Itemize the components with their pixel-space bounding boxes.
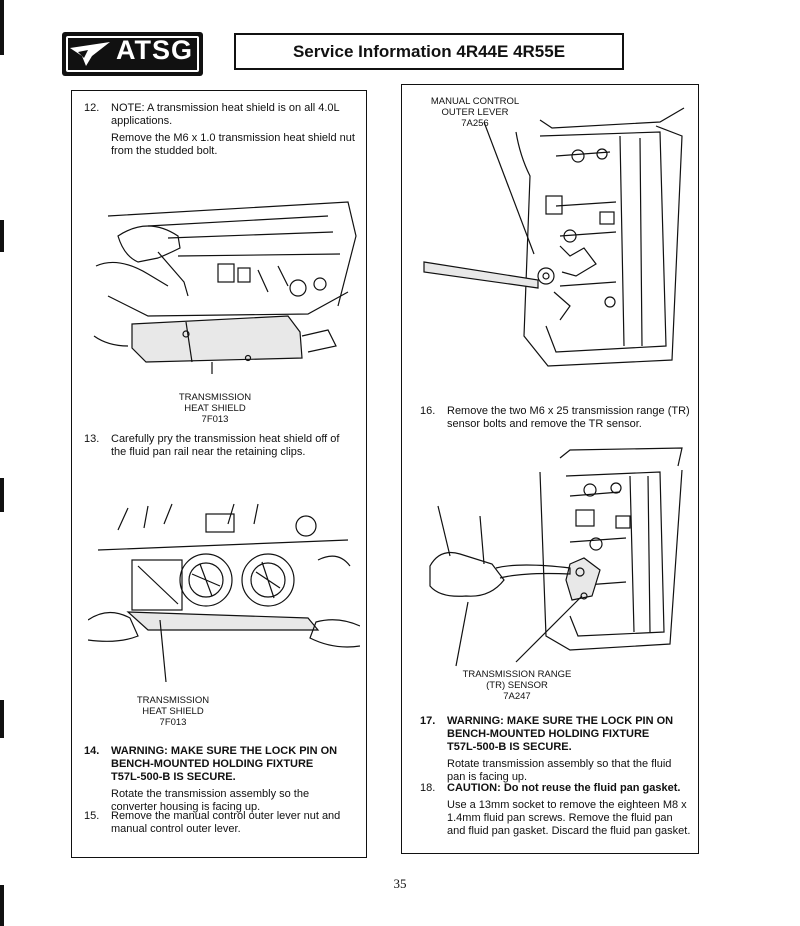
scan-edge-mark [0, 220, 4, 252]
logo-text: ATSG [116, 35, 193, 65]
warning-text: BENCH-MOUNTED HOLDING FIXTURE [447, 728, 650, 740]
figure-caption: TRANSMISSION RANGE (TR) SENSOR 7A247 [458, 669, 576, 702]
step-number: 16. [420, 405, 436, 417]
step-12: 12. NOTE: A transmission heat shield is … [84, 102, 359, 158]
caption-line: TRANSMISSION [136, 695, 210, 706]
step-16: 16. Remove the two M6 x 25 transmission … [420, 405, 692, 431]
bird-logo-icon [70, 42, 110, 66]
pry-heat-shield-figure [88, 503, 360, 683]
caption-line: (TR) SENSOR [486, 680, 548, 691]
tr-sensor-figure [429, 447, 683, 667]
step-note: Rotate transmission assembly so that the… [447, 758, 672, 770]
step-note: Rotate the transmission assembly so the [111, 788, 310, 800]
figure-caption: TRANSMISSION HEAT SHIELD 7F013 [150, 392, 280, 425]
heat-shield-figure [93, 201, 357, 374]
step-note: Remove the M6 x 1.0 transmission heat sh… [111, 132, 355, 144]
step-note: pan is facing up. [447, 771, 528, 783]
step-text: Remove the manual control outer lever nu… [111, 810, 341, 822]
caution-text: CAUTION: Do not reuse the fluid pan gask… [447, 782, 681, 794]
step-number: 17. [420, 715, 436, 727]
warning-text: T57L-500-B IS SECURE. [111, 771, 236, 783]
page-number: 35 [393, 876, 407, 891]
figure-caption: TRANSMISSION HEAT SHIELD 7F013 [108, 695, 238, 728]
left-panel [71, 90, 367, 858]
step-number: 14. [84, 745, 100, 757]
manual-control-lever-figure [423, 107, 685, 367]
caption-line: HEAT SHIELD [142, 706, 204, 717]
step-17: 17. WARNING: MAKE SURE THE LOCK PIN ON B… [420, 715, 692, 784]
warning-text: BENCH-MOUNTED HOLDING FIXTURE [111, 758, 314, 770]
step-15: 15. Remove the manual control outer leve… [84, 810, 359, 836]
step-note: and fluid pan gasket. Discard the fluid … [447, 825, 691, 837]
warning-text: T57L-500-B IS SECURE. [447, 741, 572, 753]
right-panel [401, 84, 699, 854]
step-text: sensor bolts and remove the TR sensor. [447, 418, 642, 430]
caption-line: MANUAL CONTROL [430, 96, 520, 107]
step-number: 13. [84, 433, 100, 445]
step-13: 13. Carefully pry the transmission heat … [84, 433, 359, 459]
step-note: from the studded bolt. [111, 145, 218, 157]
step-note: 1.4mm fluid pan screws. Remove the fluid… [447, 812, 673, 824]
step-note: Use a 13mm socket to remove the eighteen… [447, 799, 687, 811]
page-title: Service Information 4R44E 4R55E [292, 42, 566, 61]
step-text: NOTE: A transmission heat shield is on a… [111, 102, 340, 114]
caption-line: 7A256 [461, 118, 489, 129]
step-text: Carefully pry the transmission heat shie… [111, 433, 340, 445]
scan-edge-mark [0, 700, 4, 738]
caption-line: 7F013 [201, 414, 229, 425]
figure-caption: MANUAL CONTROL OUTER LEVER 7A256 [420, 96, 530, 129]
caption-line: TRANSMISSION RANGE [462, 669, 572, 680]
scan-edge-mark [0, 885, 4, 926]
step-number: 12. [84, 102, 100, 114]
step-number: 18. [420, 782, 436, 794]
step-text: the fluid pan rail near the retaining cl… [111, 446, 306, 458]
step-text: manual control outer lever. [111, 823, 241, 835]
warning-text: WARNING: MAKE SURE THE LOCK PIN ON [111, 745, 338, 757]
scan-edge-mark [0, 0, 4, 55]
atsg-logo: ATSG [62, 32, 203, 76]
caption-line: OUTER LEVER [441, 107, 509, 118]
caption-line: HEAT SHIELD [184, 403, 246, 414]
step-text: applications. [111, 115, 173, 127]
step-note: converter housing is facing up. [111, 801, 261, 813]
step-text: Remove the two M6 x 25 transmission rang… [447, 405, 690, 417]
caption-line: 7A247 [503, 691, 531, 702]
caption-line: 7F013 [159, 717, 187, 728]
warning-text: WARNING: MAKE SURE THE LOCK PIN ON [447, 715, 674, 727]
header-title-box: Service Information 4R44E 4R55E [234, 33, 624, 70]
caption-line: TRANSMISSION [178, 392, 252, 403]
step-14: 14. WARNING: MAKE SURE THE LOCK PIN ON B… [84, 745, 359, 814]
scan-edge-mark [0, 478, 4, 512]
step-number: 15. [84, 810, 100, 822]
step-18: 18. CAUTION: Do not reuse the fluid pan … [420, 782, 692, 838]
